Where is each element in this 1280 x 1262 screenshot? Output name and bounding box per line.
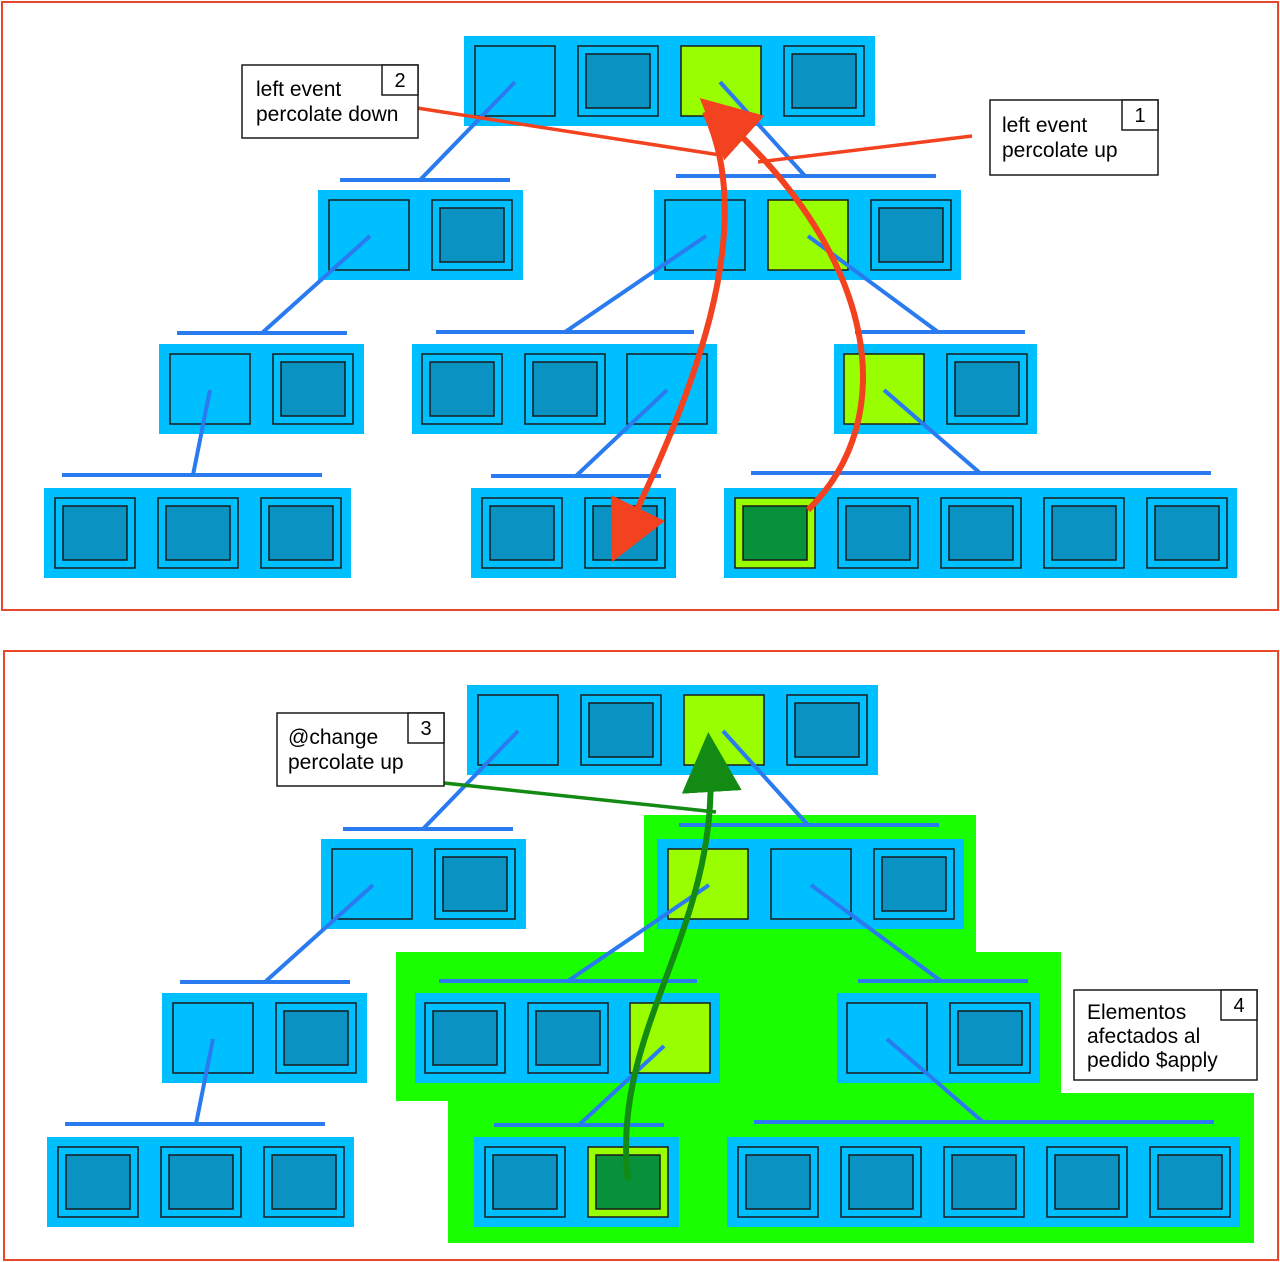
tree-node-level3-c-bottom xyxy=(727,1137,1240,1227)
svg-text:1: 1 xyxy=(1134,105,1145,127)
tree-node-level3-a-bottom xyxy=(47,1137,354,1227)
tree-node-level1-left-bottom xyxy=(321,839,526,929)
tree-node-root-bottom xyxy=(467,685,878,775)
svg-text:3: 3 xyxy=(420,718,431,740)
label-box-percolate-down: 2 left event percolate down xyxy=(241,64,419,139)
percolate-down-arrow xyxy=(610,110,728,563)
svg-text:pedido $apply: pedido $apply xyxy=(1087,1049,1218,1072)
svg-text:@change: @change xyxy=(288,726,378,749)
tree-node-level1-left-top xyxy=(318,190,523,280)
svg-text:4: 4 xyxy=(1233,995,1244,1017)
tree-node-level3-b-bottom xyxy=(474,1137,679,1227)
tree-node-level2-a-top xyxy=(159,344,364,434)
svg-text:percolate up: percolate up xyxy=(1002,139,1118,162)
label-box-affected-elements: 4 Elementos afectados al pedido $apply xyxy=(1073,989,1258,1081)
tree-node-level3-c-top xyxy=(724,488,1237,578)
affected-region xyxy=(396,815,1254,1243)
change-arrows-bottom xyxy=(443,732,742,1181)
tree-links-bottom xyxy=(65,729,1214,1127)
svg-text:left event: left event xyxy=(256,78,341,101)
tree-node-level2-c-bottom xyxy=(837,993,1040,1083)
tree-node-level2-b-bottom xyxy=(415,993,720,1083)
label-box-percolate-up: 1 left event percolate up xyxy=(989,99,1159,176)
svg-text:afectados al: afectados al xyxy=(1087,1025,1200,1048)
tree-node-level1-right-top xyxy=(654,190,961,280)
event-arrows-top xyxy=(416,97,973,563)
svg-text:left event: left event xyxy=(1002,114,1087,137)
svg-text:Elementos: Elementos xyxy=(1087,1001,1186,1024)
tree-links-top xyxy=(62,80,1211,478)
tree-node-level3-b-top xyxy=(471,488,676,578)
tree-node-level2-c-top xyxy=(834,344,1037,434)
tree-node-level2-a-bottom xyxy=(162,993,367,1083)
percolate-up-arrow xyxy=(699,97,866,513)
change-percolate-up-arrow xyxy=(623,732,742,1181)
svg-text:percolate down: percolate down xyxy=(256,103,398,126)
svg-text:percolate up: percolate up xyxy=(288,751,404,774)
tree-node-level2-b-top xyxy=(412,344,717,434)
svg-text:2: 2 xyxy=(394,70,405,92)
tree-node-level3-a-top xyxy=(44,488,351,578)
tree-node-root-top xyxy=(464,36,875,126)
label-box-change-percolate-up: 3 @change percolate up xyxy=(276,712,445,787)
